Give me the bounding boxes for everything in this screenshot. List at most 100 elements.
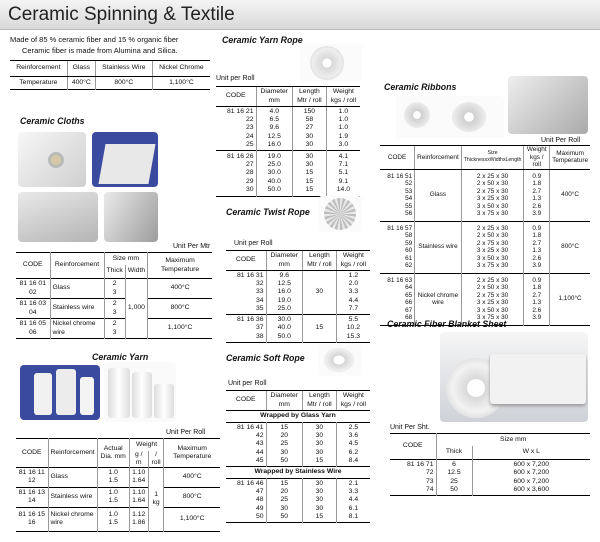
yarn-code-1: 81 16 11 12: [18, 469, 45, 485]
yarn-spools-photo-blue: [20, 365, 100, 420]
page-title: Ceramic Spinning & Textile: [8, 4, 235, 25]
cloths-code-2: 81 16 03 04: [19, 300, 46, 316]
trope-codes-1: 81 16 31 32 33 34 35: [237, 271, 264, 312]
temp-head-reinforcement: Reinforcement: [10, 60, 68, 77]
cloths-code-1: 81 16 01 02: [19, 280, 46, 296]
trope-codes-2: 81 16 36 37 38: [237, 316, 264, 340]
yarn-rope-table: CODE Diameter mm Length Mtr / roll Weigh…: [216, 86, 360, 197]
srope-head-dia: Diameter mm: [265, 390, 303, 411]
yrope-codes-1: 81 16 21 22 23 24 25: [227, 107, 254, 148]
srope-glass-len: 30 30 30 30 15: [302, 422, 337, 467]
trope-len-1: 30: [302, 270, 337, 315]
yarn-head-reinforcement: Reinforcement: [47, 438, 98, 468]
cloths-head-reinforcement: Reinforcement: [49, 252, 104, 279]
ribbons-wt-3: 0.9 1.8 2.7 1.3 2.6 3.9: [523, 273, 550, 326]
srope-glass-wt: 2.5 3.6 4.5 6.2 8.4: [335, 422, 370, 467]
blanket-thick: 6 12.5 25 50: [435, 459, 472, 496]
cloths-thick-1: 2 3: [103, 278, 126, 299]
soft-rope-photo: [318, 344, 362, 376]
yarn-temp-2: 800°C: [163, 487, 220, 508]
yarn-code-3: 81 16 15 16: [18, 511, 45, 527]
temperature-table: Reinforcement Glass Stainless Wire Nicke…: [10, 60, 210, 90]
ribbons-codes-1: 81 16 51 52 53 54 55 56: [387, 172, 413, 218]
twist-rope-unit: Unit per Roll: [234, 240, 273, 247]
cloths-head-code: CODE: [22, 261, 43, 269]
trope-dia-2: 30.0 40.0 50.0: [265, 314, 303, 343]
ribbons-temp-2: 800°C: [549, 221, 590, 274]
temp-nickel: 1,100°C: [151, 76, 210, 90]
cloths-title: Ceramic Cloths: [20, 116, 85, 126]
yarn-head-weight: Weight: [128, 438, 164, 451]
yarn-head-code: CODE: [21, 448, 42, 456]
cloths-reinf-3: Nickel chrome wire: [49, 318, 104, 339]
trope-wt-2: 5.5 10.2 15.3: [335, 314, 370, 343]
cloths-temp-3: 1,100°C: [147, 318, 212, 339]
srope-head-len: Length Mtr / roll: [302, 390, 337, 411]
yarn-reinf-3: Nickel chrome wire: [47, 507, 98, 532]
yarn-rope-photo: [300, 44, 362, 82]
soft-rope-unit: Unit per Roll: [228, 380, 267, 387]
yrope-head-code: CODE: [216, 86, 256, 107]
cloths-code-3: 81 16 05 06: [19, 320, 46, 336]
intro-line-2: Ceramic fiber is made from Alumina and S…: [22, 46, 178, 55]
cloths-head-width: Width: [124, 264, 148, 279]
cloths-thick-3: 2 3: [103, 318, 126, 339]
trope-head-wt: Weight kgs / roll: [335, 250, 370, 271]
yrope-dia-2: 19.0 25.0 30.0 40.0 50.0: [255, 150, 293, 197]
ribbons-head-weight: Weight kgs / roll: [523, 145, 550, 170]
cloth-roll-photo: [18, 132, 86, 187]
ribbons-photo: [396, 96, 504, 138]
yrope-head-dia: Diameter mm: [255, 86, 293, 107]
trope-head-dia: Diameter mm: [265, 250, 303, 271]
yrope-len-1: 150 58 27 30 30: [292, 106, 327, 151]
ribbons-temp-3: 1,100°C: [549, 273, 590, 326]
ribbons-unit: Unit Per Roll: [541, 137, 581, 144]
srope-steel-wt: 2.1 3.3 4.4 6.1 8.1: [335, 478, 370, 523]
twist-rope-table: CODE Diameter mm Length Mtr / roll Weigh…: [226, 250, 370, 343]
srope-steel-len: 30 30 30 30 15: [302, 478, 337, 523]
ribbons-reinf-3: Nickel chrome wire: [414, 273, 462, 326]
cloths-width: 1,000: [124, 278, 148, 339]
yarn-head-maxtemp: Maximum Temperature: [163, 438, 220, 468]
trope-head-code: CODE: [226, 250, 266, 271]
srope-head-code: CODE: [226, 390, 266, 411]
soft-rope-table: CODE Diameter mm Length Mtr / roll Weigh…: [226, 390, 370, 523]
yarn-gm-2: 1.10 1.64: [128, 487, 149, 508]
ribbons-head-size: Size ThicknessxWidthxLength: [460, 145, 524, 170]
srope-head-wt: Weight kgs / roll: [335, 390, 370, 411]
srope-steel-caption: Wrapped by Stainless Wire: [254, 468, 342, 476]
ribbons-sizes-3: 2 x 25 x 30 2 x 50 x 30 2 x 75 x 30 3 x …: [460, 273, 524, 326]
intro-line-1: Made of 85 % ceramic fiber and 15 % orga…: [10, 35, 179, 44]
blanket-head-size: Size mm: [435, 433, 590, 446]
temp-head-stainless: Stainless Wire: [94, 60, 153, 77]
yarn-unit: Unit Per Roll: [166, 429, 206, 436]
cloth-sheet-photo-blue: [92, 132, 158, 187]
blanket-photo: [440, 332, 588, 422]
blanket-title: Ceramic Fiber Blanket Sheet: [387, 319, 507, 329]
yarn-temp-3: 1,100°C: [163, 507, 220, 532]
cloth-strip-photo: [104, 192, 158, 242]
yarn-reinf-1: Glass: [47, 467, 98, 488]
cloths-head-thick: Thick: [103, 264, 126, 279]
yarn-gm-1: 1.10 1.64: [128, 467, 149, 488]
srope-glass-codes: 81 16 41 42 43 44 45: [237, 423, 264, 464]
ribbons-temp-1: 400°C: [549, 169, 590, 222]
cloths-thick-2: 2 3: [103, 298, 126, 319]
blanket-head-code: CODE: [402, 442, 423, 450]
yarn-spools-photo: [104, 362, 176, 422]
page-header: Ceramic Spinning & Textile: [0, 0, 600, 30]
yarn-temp-1: 400°C: [163, 467, 220, 488]
yarn-code-2: 81 16 13 14: [18, 489, 45, 505]
cloths-reinf-1: Glass: [49, 278, 104, 299]
cloths-table: CODE Reinforcement Size mm Maximum Tempe…: [16, 252, 212, 339]
twist-rope-photo: [318, 196, 362, 232]
ribbons-wt-2: 0.9 1.8 2.7 1.3 2.6 3.9: [523, 221, 550, 274]
yarn-gm-3: 1.12 1.86: [128, 507, 149, 532]
temp-head-glass: Glass: [66, 60, 96, 77]
yarn-dia-1: 1.0 1.5: [96, 467, 130, 488]
ribbons-head-reinforcement: Reinforcement: [414, 145, 462, 170]
cloths-head-maxtemp: Maximum Temperature: [147, 252, 212, 279]
yrope-head-len: Length Mtr / roll: [292, 86, 327, 107]
ribbons-table: CODE Reinforcement Size ThicknessxWidthx…: [380, 145, 590, 326]
yarn-head-gm: g / m: [128, 450, 149, 468]
